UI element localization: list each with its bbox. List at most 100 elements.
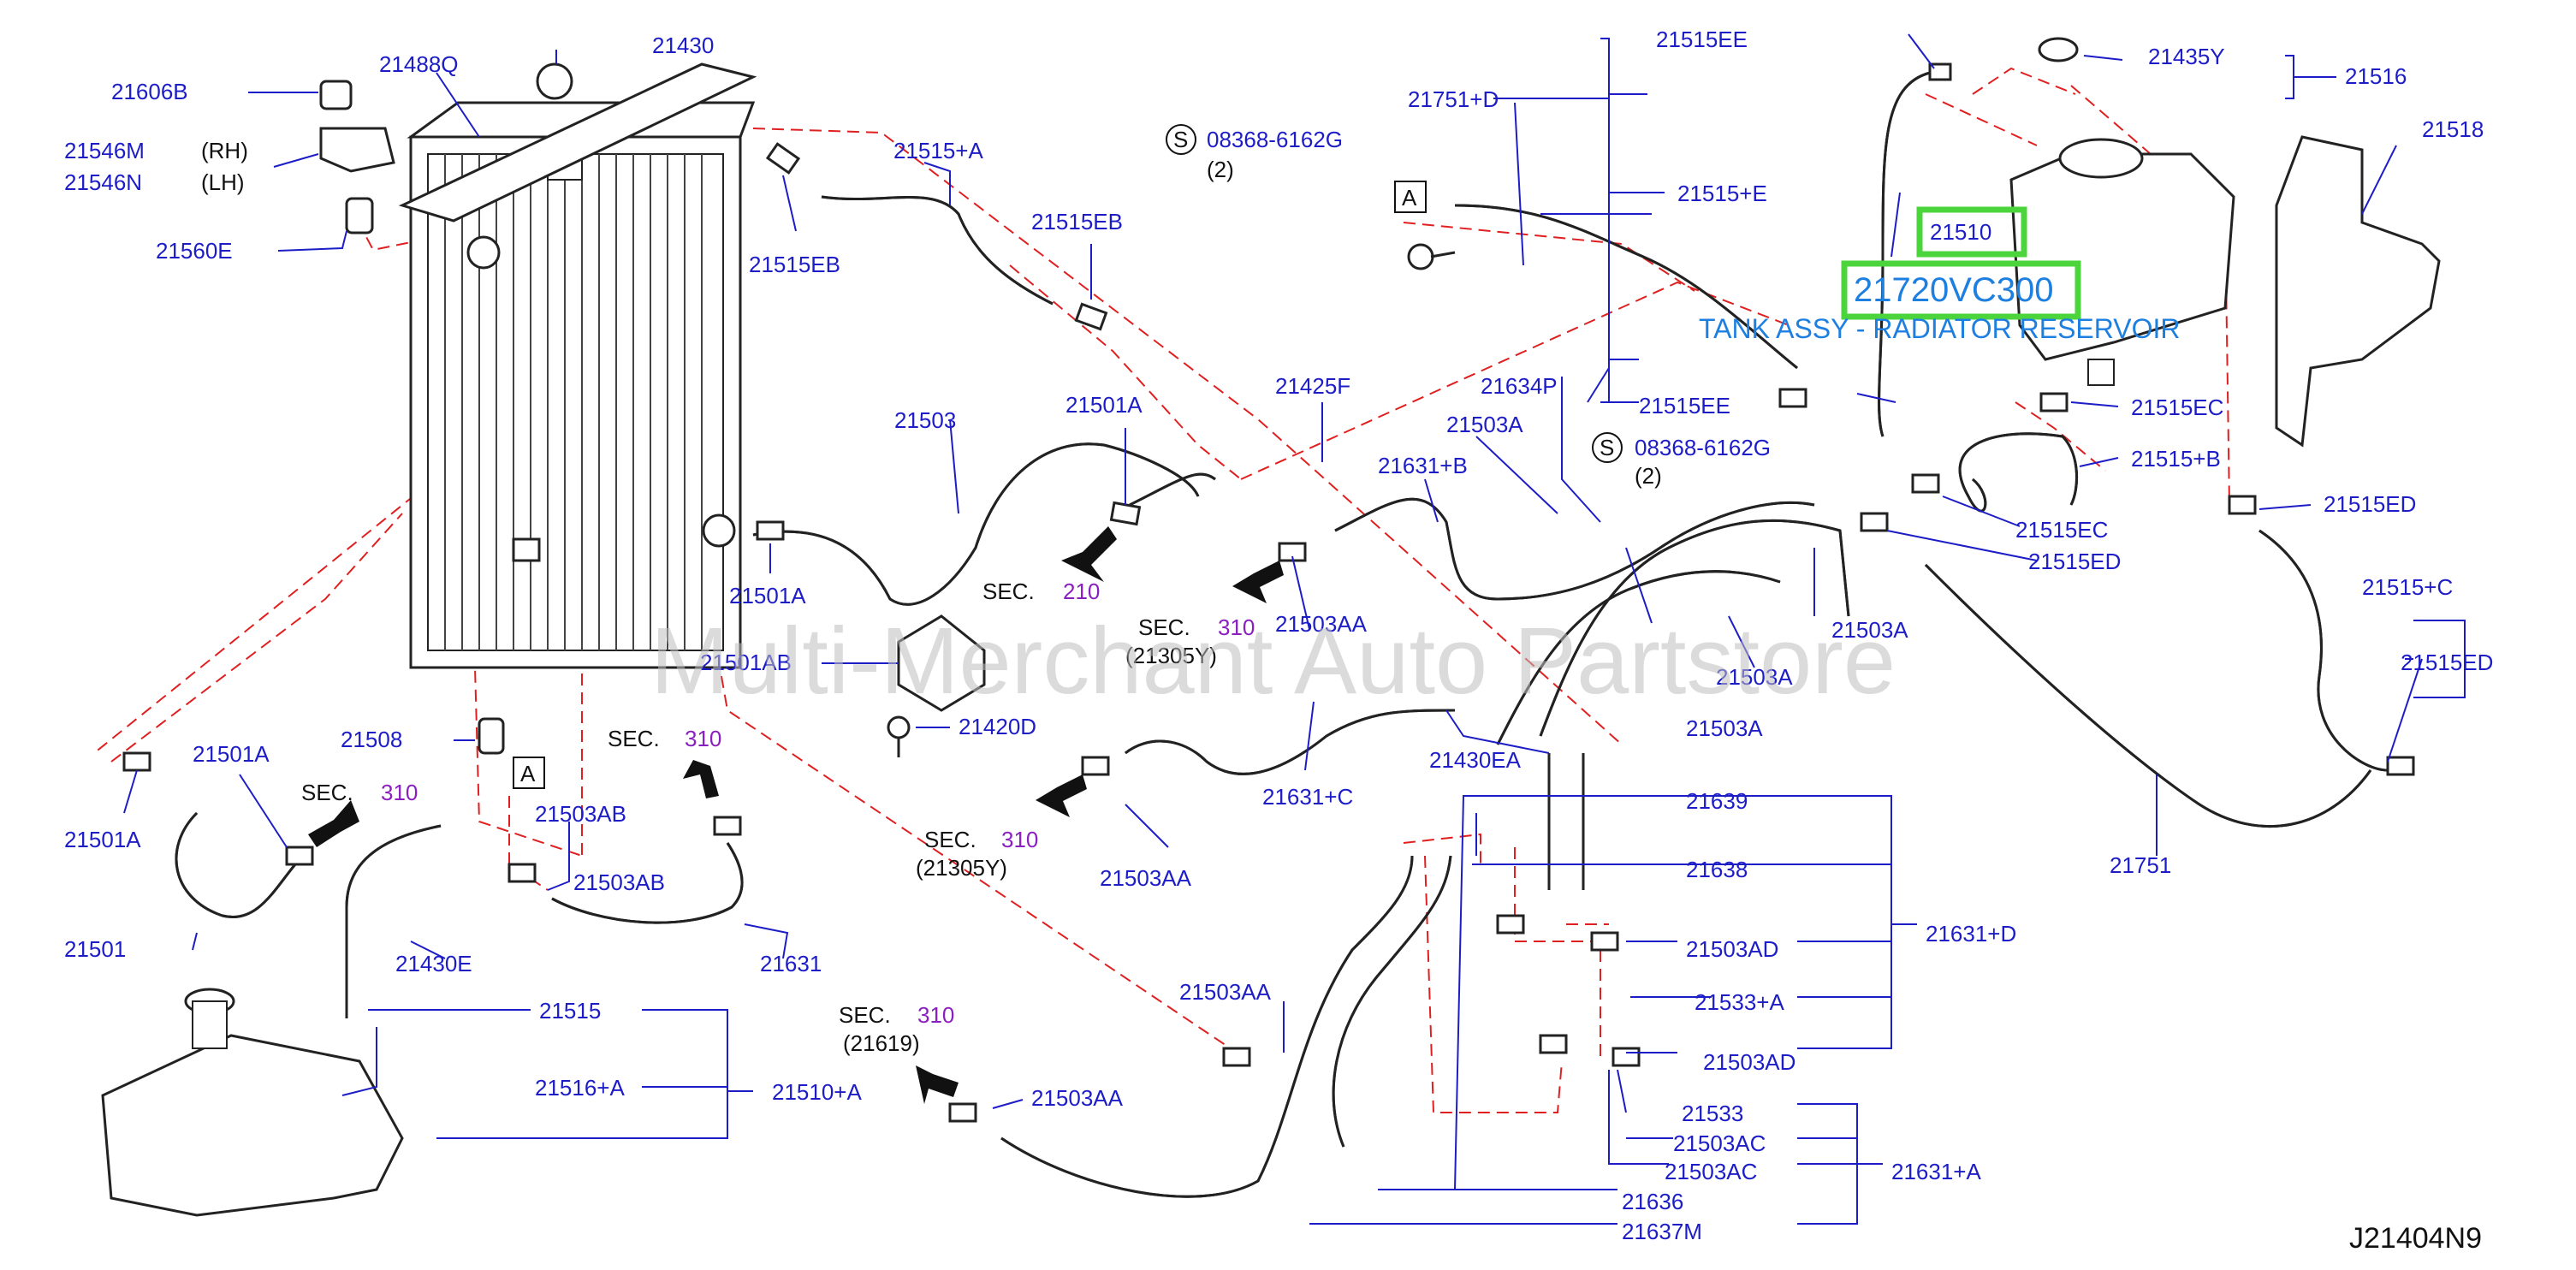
highlight-description: TANK ASSY - RADIATOR RESERVOIR <box>1699 313 2181 344</box>
label-21503A-4: 21503A <box>1686 715 1763 741</box>
svg-text:A: A <box>1402 185 1417 211</box>
label-21606B: 21606B <box>111 79 188 104</box>
label-21638: 21638 <box>1686 857 1748 882</box>
svg-text:A: A <box>520 761 536 786</box>
reservoir-tank-lower <box>101 988 404 1217</box>
label-21636: 21636 <box>1622 1189 1683 1214</box>
label-lh: (LH) <box>201 169 245 195</box>
label-21503A-2: 21503A <box>1831 617 1908 643</box>
label-21515B: 21515+B <box>2131 446 2221 472</box>
label-21425F: 21425F <box>1275 373 1350 399</box>
hoses <box>175 71 2389 1198</box>
svg-text:SEC.: SEC. <box>924 827 976 852</box>
label-21503AA-1: 21503AA <box>1275 611 1368 637</box>
bolt-2-qty: (2) <box>1635 463 1662 489</box>
highlight-callout: 21510 21720VC300 TANK ASSY - RADIATOR RE… <box>1699 206 2181 344</box>
watermark: Multi-Merchant Auto Partstore <box>650 608 1896 714</box>
label-21430E: 21430E <box>395 951 472 976</box>
label-21503AC-1: 21503AC <box>1673 1131 1766 1156</box>
label-21533A: 21533+A <box>1695 989 1784 1015</box>
bolt-2-part: 08368-6162G <box>1635 435 1771 460</box>
bolt-callout-2: S 08368-6162G (2) <box>1592 432 1771 489</box>
label-21515EE-1: 21515EE <box>1656 27 1748 52</box>
label-21515ED-1: 21515ED <box>2028 549 2121 574</box>
label-21515EB-2: 21515EB <box>1031 209 1123 234</box>
label-21503A-3: 21503A <box>1716 664 1793 690</box>
label-21515EB-1: 21515EB <box>749 252 840 277</box>
label-21518: 21518 <box>2422 116 2484 142</box>
svg-text:SEC.: SEC. <box>982 579 1035 604</box>
label-21516A: 21516+A <box>535 1075 625 1101</box>
label-21435Y: 21435Y <box>2148 44 2225 69</box>
label-21503: 21503 <box>894 407 956 433</box>
label-21430: 21430 <box>652 33 714 58</box>
svg-text:310: 310 <box>381 780 418 805</box>
label-21501AB: 21501AB <box>700 650 792 675</box>
section-ref-210: SEC. 210 <box>982 579 1100 604</box>
label-21501A-2: 21501A <box>729 583 806 608</box>
label-rh: (RH) <box>201 138 248 163</box>
bolt-callout-1: S 08368-6162G (2) <box>1166 124 1343 182</box>
label-21639: 21639 <box>1686 788 1748 814</box>
label-21508: 21508 <box>341 727 402 752</box>
label-21515EC-2: 21515EC <box>2015 517 2108 543</box>
leader-lines <box>123 33 2423 1225</box>
svg-text:310: 310 <box>685 726 721 751</box>
label-21503AA-3: 21503AA <box>1179 979 1272 1005</box>
svg-text:SEC.: SEC. <box>301 780 353 805</box>
label-21501: 21501 <box>64 936 126 962</box>
label-21515ED-2: 21515ED <box>2324 491 2416 517</box>
label-21515ED-3: 21515ED <box>2401 650 2493 675</box>
diagram-code: J21404N9 <box>2349 1222 2482 1255</box>
section-ref-310-e: SEC. 310 (21619) <box>839 1002 954 1056</box>
label-21503AA-4: 21503AA <box>1031 1085 1124 1111</box>
label-21501A-1: 21501A <box>1065 392 1143 418</box>
hose-clip-bracket <box>897 614 986 712</box>
svg-text:(21619): (21619) <box>843 1030 920 1056</box>
label-21533: 21533 <box>1682 1101 1743 1126</box>
svg-text:(21305Y): (21305Y) <box>916 855 1007 881</box>
grouping-brackets <box>436 38 2466 1225</box>
label-21503AD-2: 21503AD <box>1703 1049 1795 1075</box>
label-21546M: 21546M <box>64 138 145 163</box>
ref-box-a-1: A <box>1394 181 1427 213</box>
label-21631C: 21631+C <box>1262 784 1353 810</box>
section-arrows <box>308 526 1284 1104</box>
label-21515A: 21515+A <box>893 138 983 163</box>
label-21503AC-2: 21503AC <box>1665 1159 1757 1184</box>
hose-clamps <box>122 62 2415 1123</box>
label-21631A: 21631+A <box>1891 1159 1981 1184</box>
section-ref-310-b: SEC. 310 <box>608 726 721 751</box>
cap-ring <box>2038 37 2079 62</box>
svg-text:310: 310 <box>1001 827 1038 852</box>
label-21560E: 21560E <box>156 238 233 264</box>
ref-box-a-2: A <box>513 757 545 789</box>
section-ref-310-d: SEC. 310 (21305Y) <box>916 827 1038 881</box>
label-21631: 21631 <box>760 951 822 976</box>
label-21503AD-1: 21503AD <box>1686 936 1778 962</box>
bolt-1-qty: (2) <box>1207 157 1234 182</box>
label-21503A-1: 21503A <box>1446 412 1523 437</box>
svg-text:SEC.: SEC. <box>1138 614 1190 640</box>
label-21503AA-2: 21503AA <box>1100 865 1192 891</box>
label-21631D: 21631+D <box>1926 921 2016 947</box>
bolt-1-part: 08368-6162G <box>1207 127 1343 152</box>
label-21515: 21515 <box>539 998 601 1024</box>
label-21510A: 21510+A <box>772 1079 862 1105</box>
label-21501A-4: 21501A <box>64 827 141 852</box>
label-21515EE-2: 21515EE <box>1639 393 1730 418</box>
label-21516: 21516 <box>2345 63 2407 89</box>
label-21634P: 21634P <box>1481 373 1558 399</box>
mount-parts <box>319 80 505 755</box>
label-21515EC-1: 21515EC <box>2131 395 2223 420</box>
reservoir-bracket <box>2275 135 2441 448</box>
svg-text:310: 310 <box>1218 614 1255 640</box>
label-21515E: 21515+E <box>1677 181 1767 206</box>
label-21751: 21751 <box>2110 852 2171 878</box>
label-21488Q: 21488Q <box>379 51 459 77</box>
bolt-1-symbol: S <box>1173 127 1188 152</box>
label-21503AB-2: 21503AB <box>573 869 665 895</box>
label-21503AB-1: 21503AB <box>535 801 626 827</box>
part-labels: 21606B 21488Q 21430 21546M (RH) 21546N (… <box>64 27 2493 1244</box>
